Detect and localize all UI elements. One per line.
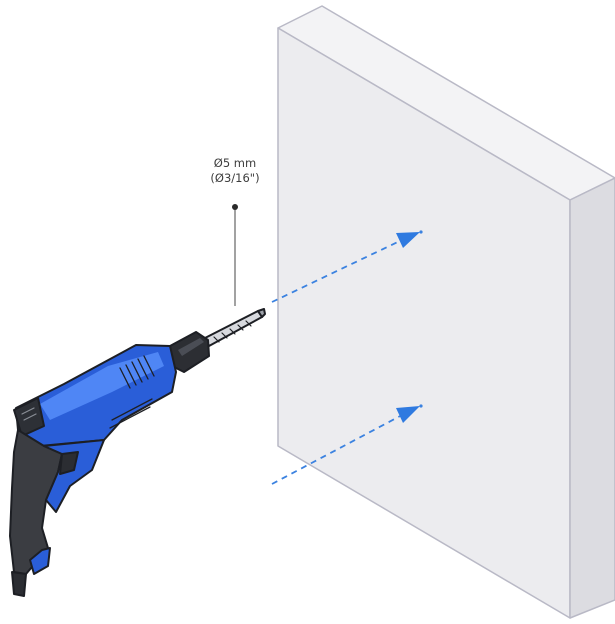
chuck [169, 331, 210, 373]
drill-bit-diameter-label: Ø5 mm (Ø3/16") [190, 156, 280, 186]
upper-drill-path [271, 238, 405, 303]
hammer-drill-icon [9, 308, 266, 597]
diameter-metric: Ø5 mm [213, 156, 257, 170]
diameter-callout-leader [232, 204, 238, 306]
lower-drill-path [271, 413, 405, 485]
wall-front-face [277, 27, 571, 619]
wall-side-face [569, 177, 615, 619]
diameter-imperial: (Ø3/16") [210, 171, 260, 185]
drill-bit-icon [204, 308, 266, 347]
drill-direction-arrows [271, 230, 423, 485]
arrow-icon [396, 232, 420, 248]
lower-drill-point [419, 404, 423, 408]
wall-panel [277, 5, 615, 619]
upper-drill-point [419, 230, 423, 234]
arrow-icon [396, 406, 420, 423]
